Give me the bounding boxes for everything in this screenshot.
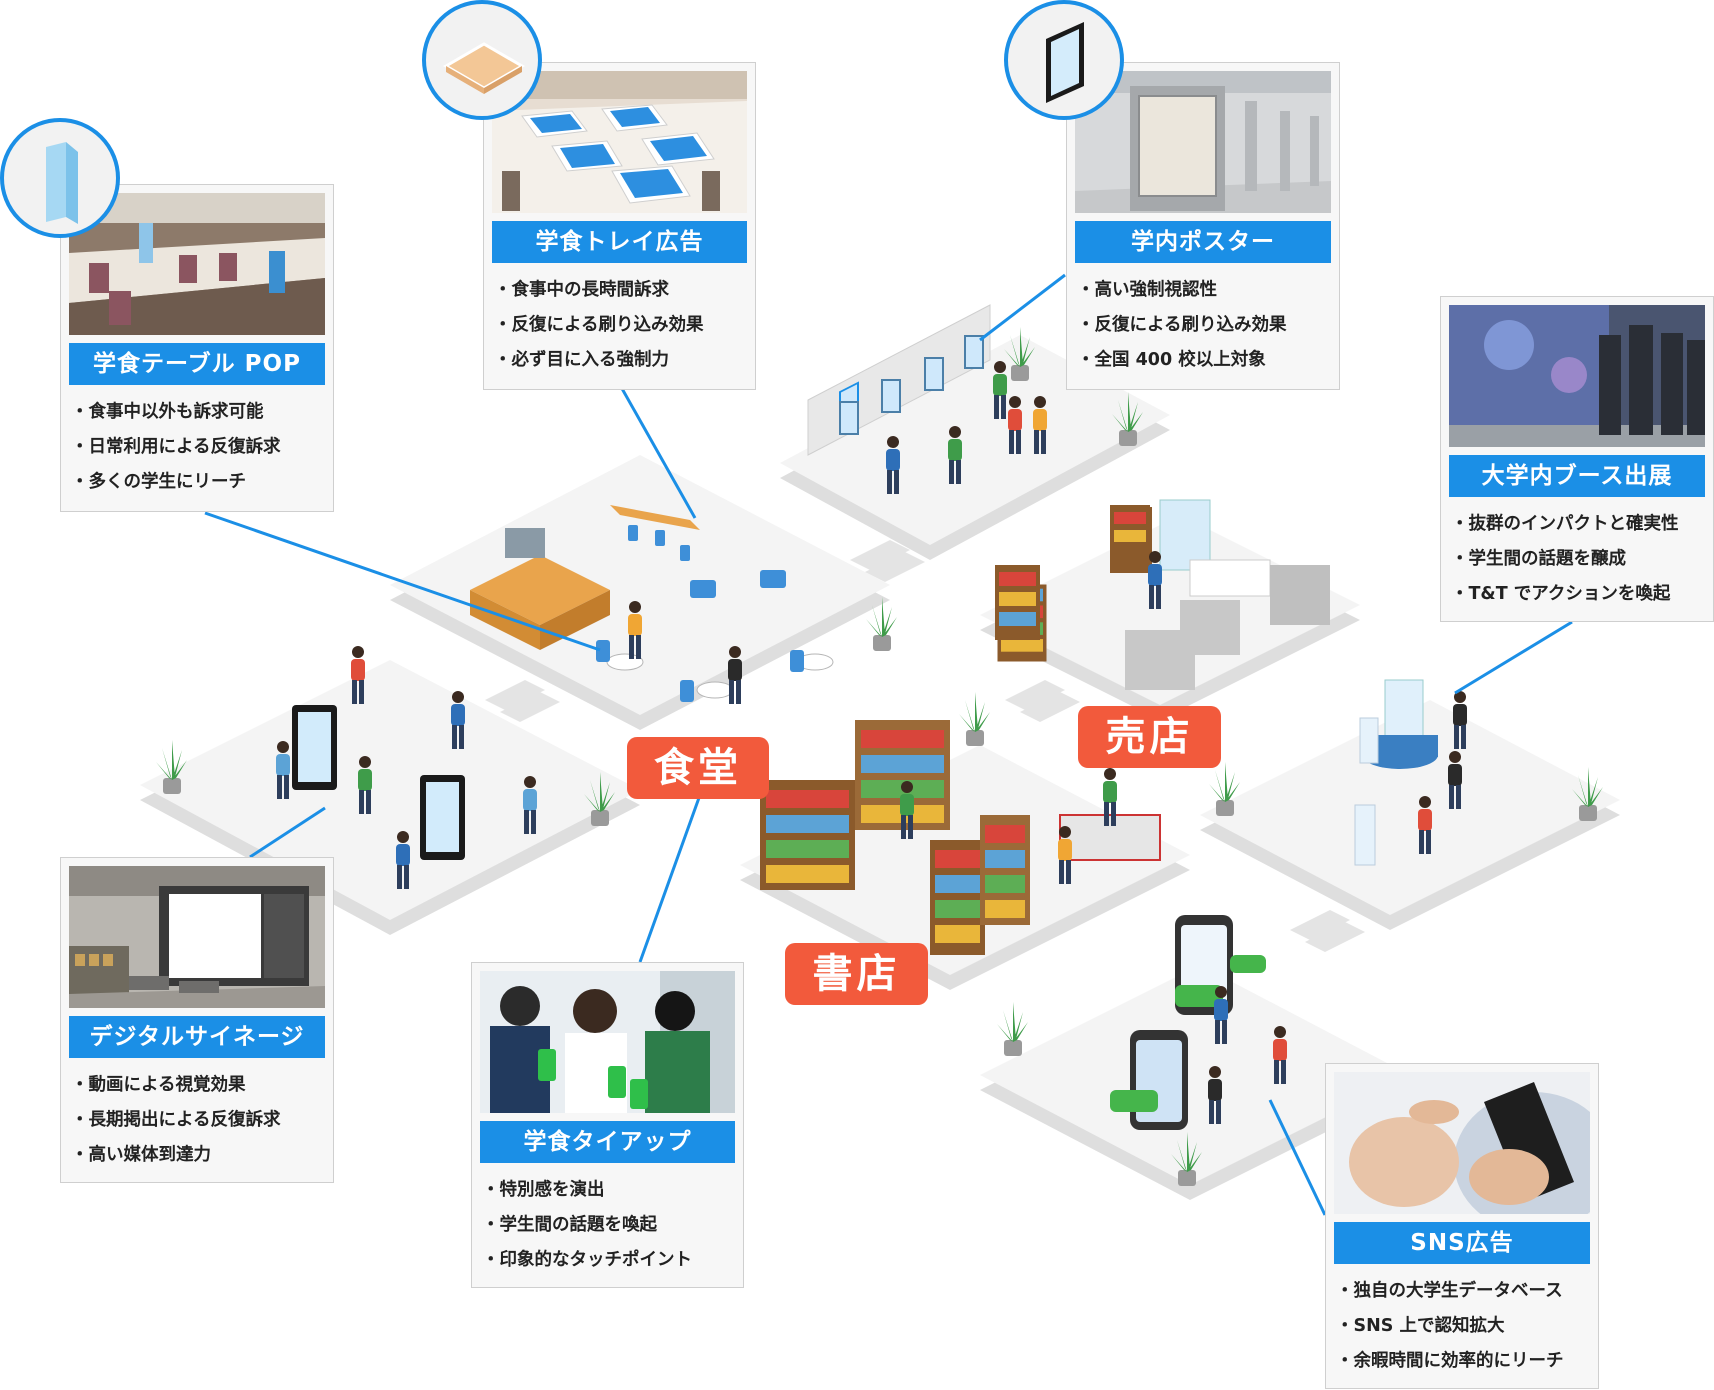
feature-item: 食事中以外も訴求可能 [71, 395, 325, 430]
feature-item: 反復による刷り込み効果 [494, 308, 747, 343]
feature-item: 特別感を演出 [482, 1173, 735, 1208]
feature-item: 長期掲出による反復訴求 [71, 1103, 325, 1138]
feature-item: 独自の大学生データベース [1336, 1274, 1590, 1309]
zone-label-cafeteria: 食堂 [627, 737, 769, 799]
feature-item: 高い媒体到達力 [71, 1138, 325, 1173]
feature-item: 反復による刷り込み効果 [1077, 308, 1331, 343]
card-title: 学内ポスター [1075, 221, 1331, 263]
feature-item: 多くの学生にリーチ [71, 465, 325, 500]
feature-list: 動画による視覚効果 長期掲出による反復訴求 高い媒体到達力 [69, 1068, 325, 1173]
bookstore-shelves [760, 720, 1161, 955]
floor-booth [1200, 700, 1620, 930]
feature-item: 抜群のインパクトと確実性 [1451, 507, 1705, 542]
signage-screens [292, 705, 465, 860]
booth [1354, 679, 1438, 866]
feature-item: 学生間の話題を喚起 [482, 1208, 735, 1243]
feature-item: 日常利用による反復訴求 [71, 430, 325, 465]
feature-list: 高い強制視認性 反復による刷り込み効果 全国 400 校以上対象 [1075, 273, 1331, 378]
feature-list: 食事中以外も訴求可能 日常利用による反復訴求 多くの学生にリーチ [69, 395, 325, 500]
card-campus-poster: 学内ポスター 高い強制視認性 反復による刷り込み効果 全国 400 校以上対象 [1066, 62, 1340, 390]
feature-item: SNS 上で認知拡大 [1336, 1309, 1590, 1344]
feature-list: 食事中の長時間訴求 反復による刷り込み効果 必ず目に入る強制力 [492, 273, 747, 378]
poster-panel-icon [1004, 0, 1124, 120]
card-title: デジタルサイネージ [69, 1016, 325, 1058]
table-pop-stand-icon [0, 118, 120, 238]
feature-list: 独自の大学生データベース SNS 上で認知拡大 余暇時間に効率的にリーチ [1334, 1274, 1590, 1379]
campus-booth-photo [1449, 305, 1705, 447]
feature-item: 学生間の話題を醸成 [1451, 542, 1705, 577]
zone-label-bookstore: 書店 [785, 943, 928, 1005]
campus-poster-photo [1075, 71, 1331, 213]
cafeteria-tieup-photo [480, 971, 735, 1113]
tray-icon [422, 0, 542, 120]
card-title: 学食テーブル POP [69, 343, 325, 385]
card-table-pop: 学食テーブル POP 食事中以外も訴求可能 日常利用による反復訴求 多くの学生に… [60, 184, 334, 512]
card-cafeteria-tieup: 学食タイアップ 特別感を演出 学生間の話題を喚起 印象的なタッチポイント [471, 962, 744, 1288]
card-sns-ad: SNS広告 独自の大学生データベース SNS 上で認知拡大 余暇時間に効率的にリ… [1325, 1063, 1599, 1389]
feature-list: 抜群のインパクトと確実性 学生間の話題を醸成 T&T でアクションを喚起 [1449, 507, 1705, 612]
sns-ad-photo [1334, 1072, 1590, 1214]
card-title: 学食トレイ広告 [492, 221, 747, 263]
digital-signage-photo [69, 866, 325, 1008]
feature-item: 印象的なタッチポイント [482, 1243, 735, 1278]
feature-item: 余暇時間に効率的にリーチ [1336, 1344, 1590, 1379]
feature-list: 特別感を演出 学生間の話題を喚起 印象的なタッチポイント [480, 1173, 735, 1278]
zone-label-shop: 売店 [1078, 706, 1221, 768]
card-title: 大学内ブース出展 [1449, 455, 1705, 497]
card-title: 学食タイアップ [480, 1121, 735, 1163]
feature-item: 動画による視覚効果 [71, 1068, 325, 1103]
feature-item: 全国 400 校以上対象 [1077, 343, 1331, 378]
feature-item: 必ず目に入る強制力 [494, 343, 747, 378]
feature-item: T&T でアクションを喚起 [1451, 577, 1705, 612]
card-campus-booth: 大学内ブース出展 抜群のインパクトと確実性 学生間の話題を醸成 T&T でアクシ… [1440, 296, 1714, 622]
feature-item: 高い強制視認性 [1077, 273, 1331, 308]
tray-ad-photo [492, 71, 747, 213]
card-tray-ad: 学食トレイ広告 食事中の長時間訴求 反復による刷り込み効果 必ず目に入る強制力 [483, 62, 756, 390]
floor-signage [140, 660, 640, 935]
card-digital-signage: デジタルサイネージ 動画による視覚効果 長期掲出による反復訴求 高い媒体到達力 [60, 857, 334, 1183]
feature-item: 食事中の長時間訴求 [494, 273, 747, 308]
floor-sns [980, 965, 1410, 1200]
card-title: SNS広告 [1334, 1222, 1590, 1264]
